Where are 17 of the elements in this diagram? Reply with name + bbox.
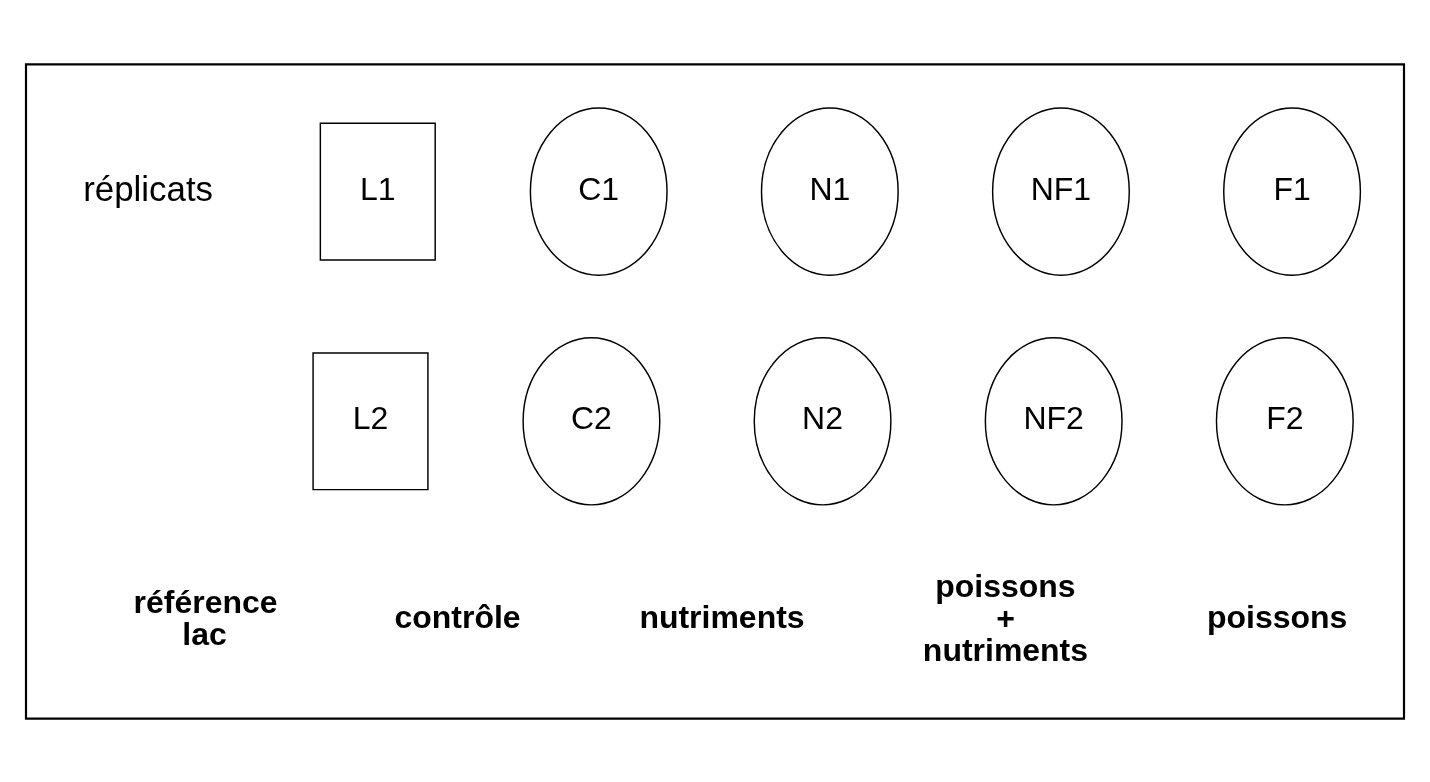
label: poissons + nutriments: [922, 567, 1089, 668]
label: nutriments: [639, 598, 805, 635]
node-ellipse: N2: [753, 336, 892, 506]
label: poissons: [1207, 598, 1348, 635]
node-ellipse: NF2: [984, 336, 1123, 506]
node-ellipse: N1: [760, 106, 899, 276]
cluster: [24, 62, 1406, 720]
label: contrôle: [394, 598, 521, 635]
node-ellipse: F1: [1223, 106, 1362, 276]
node-box: L2: [312, 351, 429, 490]
label: réplicats: [83, 168, 214, 208]
node-ellipse: C1: [529, 106, 668, 276]
node-ellipse: C2: [522, 336, 661, 506]
node-ellipse: F2: [1215, 336, 1354, 506]
node-box: L1: [319, 122, 436, 261]
label: référence lac: [133, 583, 278, 652]
node-ellipse: NF1: [991, 106, 1130, 276]
